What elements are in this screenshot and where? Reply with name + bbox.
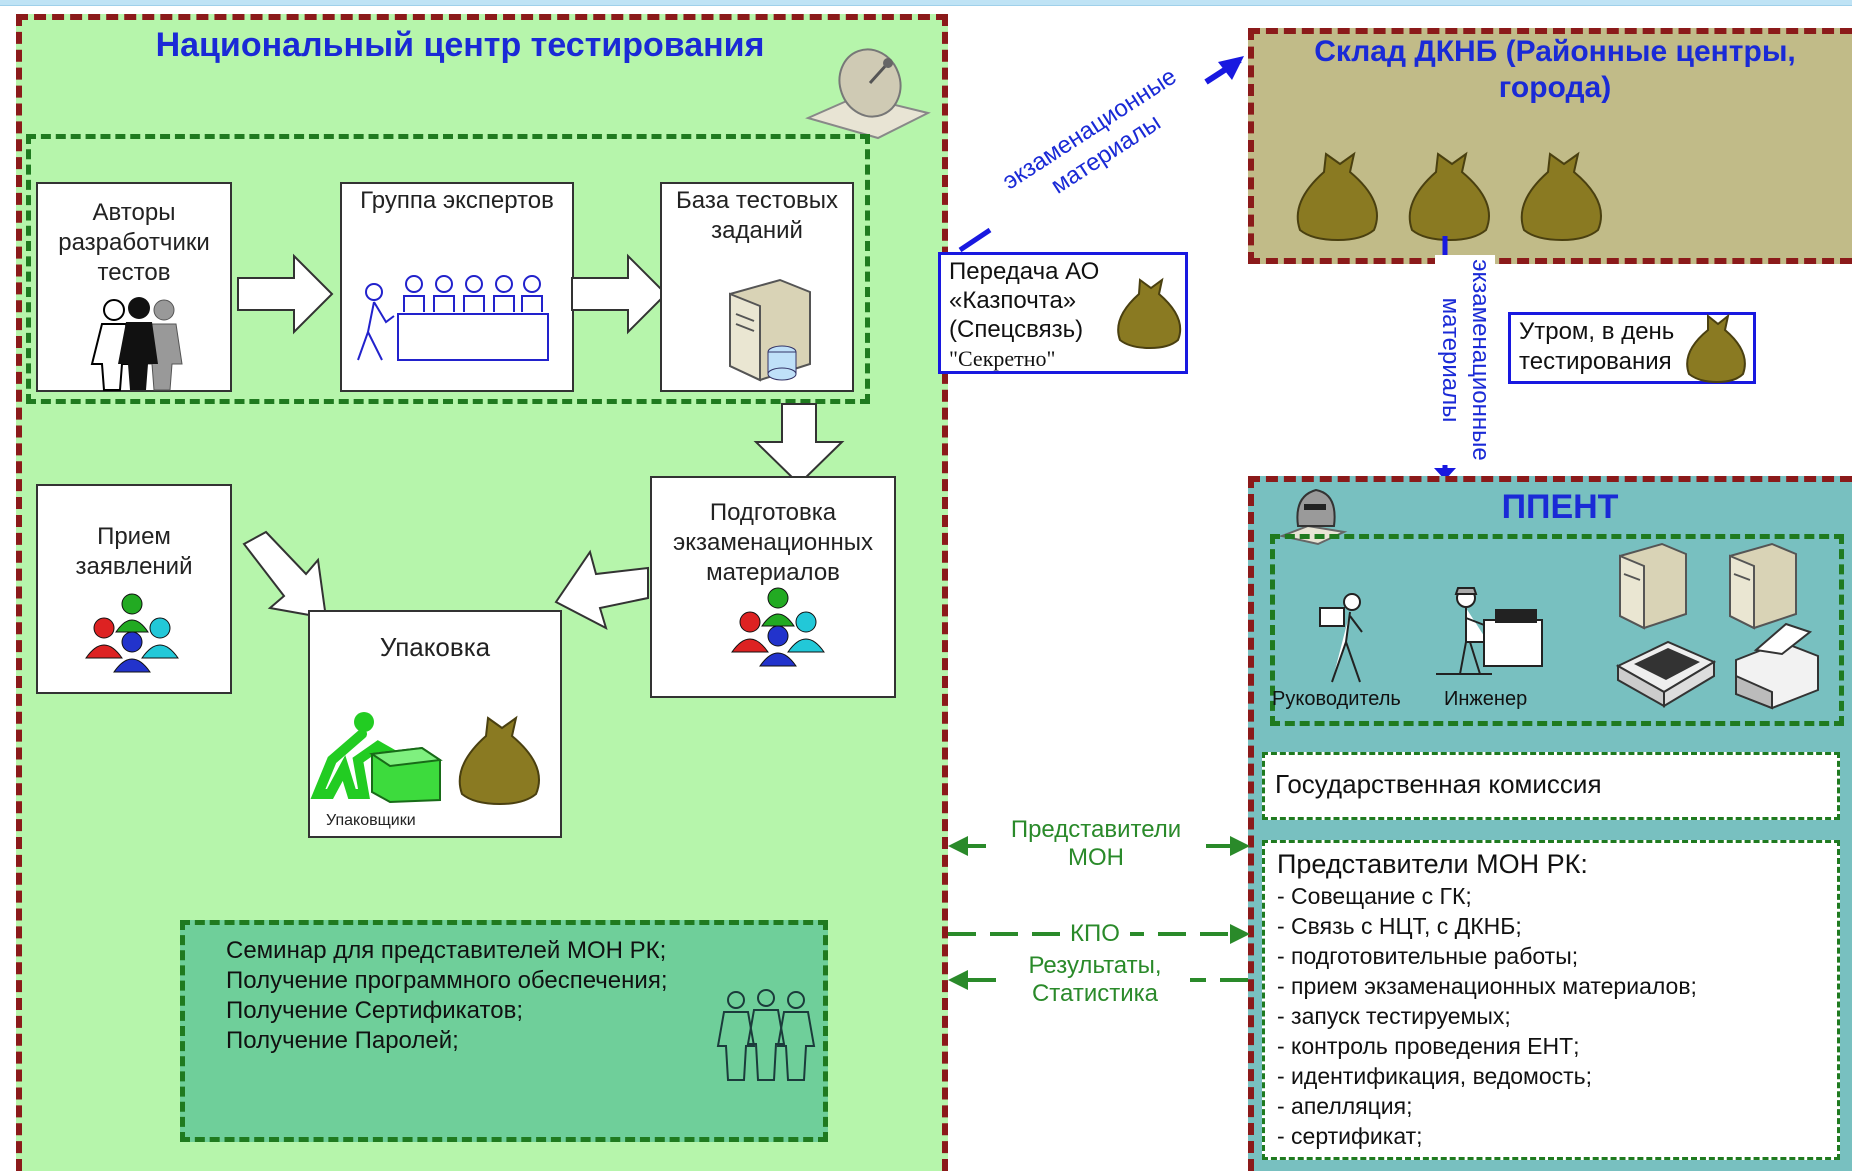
seminar-item: Семинар для представителей МОН РК; [226,937,667,964]
exam-materials-line: материалы [1437,297,1464,423]
money-bag-icon [1296,151,1378,242]
mon-reps-item: - апелляция; [1277,1093,1413,1119]
mon-reps-item: - контроль проведения ЕНТ; [1277,1033,1580,1059]
results-label: Результаты, Статистика [1000,952,1190,1008]
experts-meeting-icon [357,275,549,361]
mon-reps-item: - Совещание с ГК; [1277,883,1472,909]
morning-line: тестирования [1519,348,1672,375]
transfer-line: «Казпочта» [949,287,1077,314]
arrow-prep-to-pack [554,549,649,630]
transfer-line: (Спецсвязь) [949,316,1084,343]
satellite-dish-icon [805,48,931,140]
exam-materials-vertical-label: экзаменационные материалы [1435,255,1495,465]
printer-icon [1735,622,1819,710]
arrow-apps-to-pack [242,530,328,620]
transfer-line: Передача АО [949,258,1100,285]
exam-prep-label: Подготовка экзаменационных материалов [672,499,874,586]
database-server-icon [729,278,811,382]
ppent-title: ППЕНТ [1501,488,1619,526]
seminar-item: Получение Сертификатов; [226,997,523,1024]
mon-reps-box: Представители МОН РК: - Совещание с ГК; … [1262,840,1840,1160]
exam-materials-line: экзаменационные [1467,259,1494,461]
people-team-icon [85,593,179,673]
ppent-staff-group [1270,534,1844,726]
mon-reps-item: - идентификация, ведомость; [1277,1063,1593,1089]
money-bag-icon [1408,151,1490,242]
sklad-title-line: города) [1498,71,1612,104]
server-icon [1729,542,1797,630]
morning-line: Утром, в день [1519,318,1675,345]
transfer-line: "Секретно" [949,346,1056,371]
mon-reps-item: - Связь с НЦТ, с ДКНБ; [1277,913,1522,939]
results-line: Результаты, [1028,952,1162,979]
mon-reps-link-label: Представители МОН [986,816,1206,872]
nct-title: Национальный центр тестирования [155,26,765,64]
packer-icon [310,712,443,804]
mon-reps-item: - прием экзаменационных материалов; [1277,973,1697,999]
money-bag-icon [458,715,540,806]
money-bag-icon [1520,151,1602,242]
packing-label: Упаковка [379,632,491,662]
knight-helmet-icon [1278,488,1348,546]
engineer-label: Инженер [1444,688,1528,710]
engineer-at-computer-icon [1436,587,1543,675]
scanner-icon [1615,640,1717,708]
top-border [0,0,1852,6]
people-team-icon [731,587,825,667]
development-group [26,134,870,404]
mon-reps-item: - запуск тестируемых; [1277,1003,1511,1029]
seminar-item: Получение программного обеспечения; [226,967,668,994]
seminar-list: Семинар для представителей МОН РК; Получ… [226,936,667,1056]
sklad-title-line: Склад ДКНБ (Районные центры, [1314,35,1796,68]
money-bag-icon [1117,277,1182,350]
sklad-title: Склад ДКНБ (Районные центры, города) [1270,34,1840,106]
server-icon [1619,542,1687,630]
people-group-icon [90,297,183,391]
applications-label: Прием заявлений [75,523,193,580]
arrow-exam-to-sklad [958,56,1244,253]
packers-label: Упаковщики [326,812,416,829]
authors-label: Авторы разработчики тестов [58,199,210,286]
results-line: Статистика [1031,980,1159,1007]
mon-reps-title: Представители МОН РК: [1277,849,1588,879]
arrow-authors-to-experts [237,253,334,335]
seminar-item: Получение Паролей; [226,1027,459,1054]
mon-reps-item: - сертификат; [1277,1123,1423,1149]
head-label: Руководитель [1272,688,1401,710]
mon-reps-link-line: МОН [1068,844,1124,871]
people-group-outline-icon [716,989,816,1081]
kpo-label: КПО [1060,920,1130,948]
test-base-label: База тестовых заданий [676,187,838,244]
experts-label: Группа экспертов [360,187,554,214]
arrow-base-to-prep [753,403,845,486]
state-commission-box: Государственная комиссия [1262,752,1840,820]
applications-box: Прием заявлений [36,484,232,694]
test-base-box: База тестовых заданий [660,182,854,392]
walking-person-icon [1319,593,1363,683]
arrow-experts-to-base [571,253,668,335]
mon-reps-item: - подготовительные работы; [1277,943,1579,969]
mon-reps-link-line: Представители [1010,816,1182,843]
money-bag-icon [1686,313,1746,384]
